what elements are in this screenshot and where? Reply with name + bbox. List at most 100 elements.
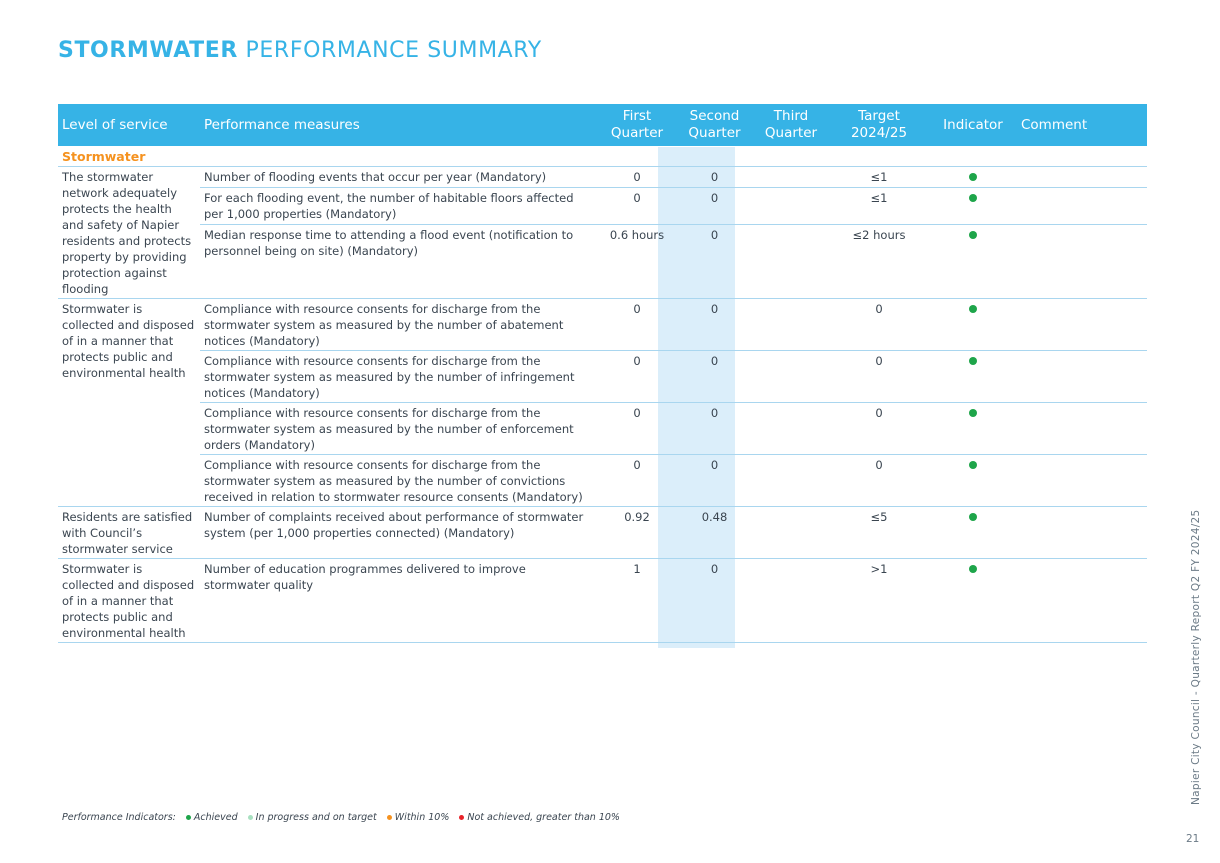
achieved-indicator-icon	[969, 231, 977, 239]
achieved-legend-icon	[185, 814, 191, 820]
comment-cell	[1017, 298, 1147, 351]
table-row: For each flooding event, the number of h…	[58, 187, 1147, 226]
indicator-cell	[929, 224, 1017, 299]
page-number: 21	[1186, 833, 1200, 845]
header-level-of-service: Level of service	[62, 116, 168, 133]
legend-label: Performance Indicators:	[62, 812, 176, 823]
target-cell: 0	[829, 454, 929, 507]
indicator-cell	[929, 350, 1017, 403]
section-row: Stormwater	[58, 146, 1147, 167]
q2-cell: 0	[676, 298, 753, 351]
measure-cell: Number of education programmes delivered…	[200, 558, 598, 643]
q3-cell	[753, 558, 829, 643]
q2-cell: 0	[676, 187, 753, 226]
q2-cell: 0.48	[676, 506, 753, 559]
indicator-cell	[929, 298, 1017, 351]
measure-cell: Compliance with resource consents for di…	[200, 402, 598, 455]
indicator-cell	[929, 402, 1017, 455]
q2-cell: 0	[676, 454, 753, 507]
performance-indicators-legend: Performance Indicators: Achieved In prog…	[62, 812, 620, 823]
table-row: Compliance with resource consents for di…	[58, 350, 1147, 403]
comment-cell	[1017, 166, 1147, 188]
q1-cell: 0	[598, 187, 676, 226]
q1-cell: 0	[598, 454, 676, 507]
measure-cell: Number of complaints received about perf…	[200, 506, 598, 559]
header-performance-measures: Performance measures	[204, 116, 360, 133]
measure-cell: Compliance with resource consents for di…	[200, 454, 598, 507]
comment-cell	[1017, 506, 1147, 559]
header-first-quarter-line1: First	[622, 108, 652, 124]
within-10-legend-icon	[386, 814, 392, 820]
measure-cell: Median response time to attending a floo…	[200, 224, 598, 299]
comment-cell	[1017, 224, 1147, 299]
q3-cell	[753, 506, 829, 559]
target-cell: ≤5	[829, 506, 929, 559]
legend-achieved: Achieved	[193, 812, 238, 823]
measure-cell: Compliance with resource consents for di…	[200, 350, 598, 403]
header-indicator: Indicator	[943, 116, 1003, 133]
indicator-cell	[929, 166, 1017, 188]
comment-cell	[1017, 402, 1147, 455]
performance-table: Level of service Performance measures Fi…	[58, 104, 1147, 643]
q1-cell: 0	[598, 402, 676, 455]
header-comment: Comment	[1021, 116, 1088, 133]
q2-cell: 0	[676, 402, 753, 455]
section-cell: Stormwater	[58, 146, 1147, 167]
comment-cell	[1017, 350, 1147, 403]
measure-cell: For each flooding event, the number of h…	[200, 187, 598, 226]
achieved-indicator-icon	[969, 305, 977, 313]
header-first-quarter-line2: Quarter	[610, 125, 664, 141]
q3-cell	[753, 350, 829, 403]
header-target-line1: Target	[858, 108, 900, 124]
q3-cell	[753, 298, 829, 351]
table-row: Stormwater is collected and disposed of …	[58, 558, 1147, 643]
q1-cell: 0	[598, 350, 676, 403]
page-title: STORMWATER PERFORMANCE SUMMARY	[58, 38, 542, 63]
q3-cell	[753, 187, 829, 226]
indicator-cell	[929, 506, 1017, 559]
not-achieved-legend-icon	[459, 814, 465, 820]
achieved-indicator-icon	[969, 357, 977, 365]
table-row: Compliance with resource consents for di…	[58, 402, 1147, 455]
q1-cell: 0	[598, 298, 676, 351]
achieved-indicator-icon	[969, 513, 977, 521]
legend-not-achieved: Not achieved, greater than 10%	[467, 812, 620, 823]
target-cell: ≤1	[829, 166, 929, 188]
level-of-service-cell: Residents are satisfied with Council’s s…	[58, 506, 200, 559]
header-second-quarter-line2: Quarter	[688, 125, 741, 141]
measure-cell: Compliance with resource consents for di…	[200, 298, 598, 351]
q3-cell	[753, 402, 829, 455]
header-second-quarter-line1: Second	[689, 108, 740, 124]
achieved-indicator-icon	[969, 565, 977, 573]
q1-cell: 1	[598, 558, 676, 643]
table-row: Residents are satisfied with Council’s s…	[58, 506, 1147, 559]
header-third-quarter-line1: Third	[773, 108, 809, 124]
target-cell: ≤1	[829, 187, 929, 226]
indicator-cell	[929, 558, 1017, 643]
measure-cell: Number of flooding events that occur per…	[200, 166, 598, 188]
level-of-service-cell: The stormwater network adequately protec…	[58, 166, 200, 299]
table-row: Median response time to attending a floo…	[58, 224, 1147, 299]
table-row: Stormwater is collected and disposed of …	[58, 298, 1147, 507]
comment-cell	[1017, 558, 1147, 643]
target-cell: 0	[829, 350, 929, 403]
table-row: The stormwater network adequately protec…	[58, 166, 1147, 299]
page-title-rest: PERFORMANCE SUMMARY	[237, 38, 542, 63]
achieved-indicator-icon	[969, 409, 977, 417]
page-title-bold: STORMWATER	[58, 38, 238, 63]
q1-cell: 0.92	[598, 506, 676, 559]
q3-cell	[753, 454, 829, 507]
q1-cell: 0.6 hours	[598, 224, 676, 299]
q2-cell: 0	[676, 558, 753, 643]
achieved-indicator-icon	[969, 173, 977, 181]
header-third-quarter-line2: Quarter	[764, 125, 818, 141]
q2-cell: 0	[676, 350, 753, 403]
q1-cell: 0	[598, 166, 676, 188]
q3-cell	[753, 224, 829, 299]
section-label: Stormwater	[62, 149, 146, 164]
target-cell: 0	[829, 298, 929, 351]
achieved-indicator-icon	[969, 461, 977, 469]
